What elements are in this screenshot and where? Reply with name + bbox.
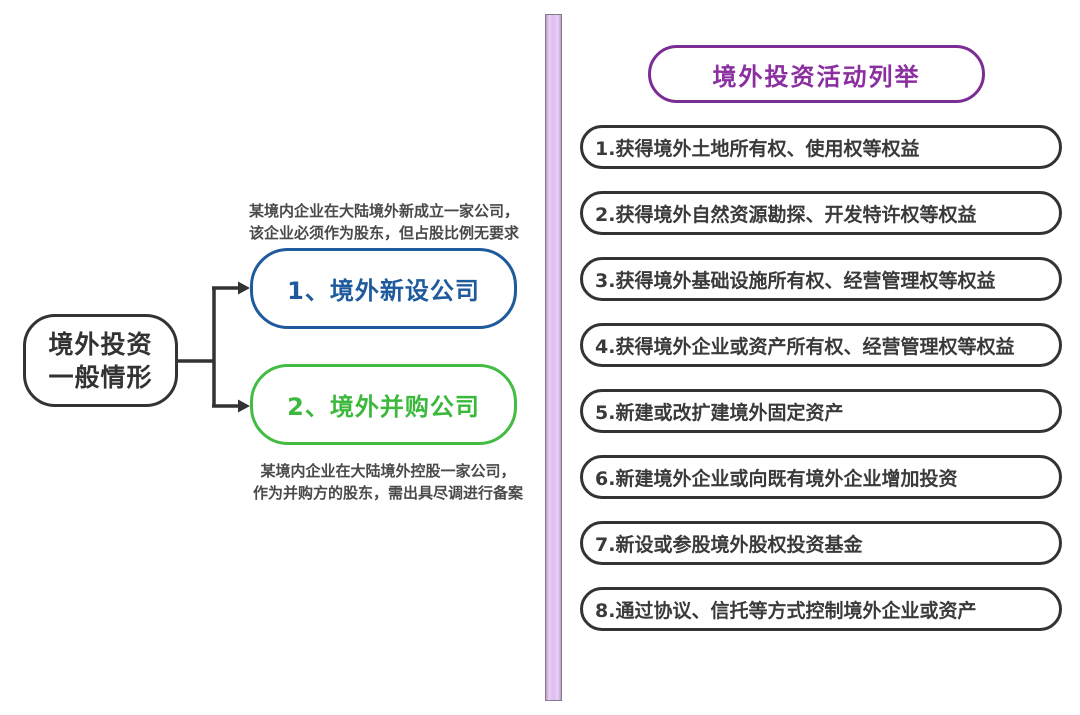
branch1-note-line1: 某境内企业在大陆境外新成立一家公司， [248, 202, 519, 220]
branch1-note: 某境内企业在大陆境外新成立一家公司， 该企业必须作为股东，但占股比例无要求 [238, 200, 530, 244]
list-item-6: 6.新建境外企业或向既有境外企业增加投资 [580, 455, 1062, 499]
root-label-line2: 一般情形 [48, 362, 153, 392]
branch2-note-line1: 某境内企业在大陆境外控股一家公司， [260, 462, 516, 480]
list-item-8: 8.通过协议、信托等方式控制境外企业或资产 [580, 587, 1062, 631]
branch2-note-line2: 作为并购方的股东，需出具尽调进行备案 [252, 484, 523, 502]
root-node: 境外投资 一般情形 [23, 314, 178, 407]
arrowhead-branch2 [238, 399, 250, 413]
list-item-3: 3.获得境外基础设施所有权、经营管理权等权益 [580, 257, 1062, 301]
branch-node-ma-company: 2、境外并购公司 [250, 364, 517, 445]
arrowhead-branch1 [238, 281, 250, 295]
list-item-7: 7.新设或参股境外股权投资基金 [580, 521, 1062, 565]
list-item-2: 2.获得境外自然资源勘探、开发特许权等权益 [580, 191, 1062, 235]
branch1-note-line2: 该企业必须作为股东，但占股比例无要求 [248, 224, 519, 242]
root-label-line1: 境外投资 [48, 329, 153, 359]
right-panel-title: 境外投资活动列举 [648, 45, 985, 103]
branch2-note: 某境内企业在大陆境外控股一家公司， 作为并购方的股东，需出具尽调进行备案 [244, 460, 532, 504]
list-item-4: 4.获得境外企业或资产所有权、经营管理权等权益 [580, 323, 1062, 367]
divider-bar [545, 14, 562, 701]
list-item-5: 5.新建或改扩建境外固定资产 [580, 389, 1062, 433]
list-item-1: 1.获得境外土地所有权、使用权等权益 [580, 125, 1062, 169]
branch-node-new-company: 1、境外新设公司 [250, 248, 517, 329]
